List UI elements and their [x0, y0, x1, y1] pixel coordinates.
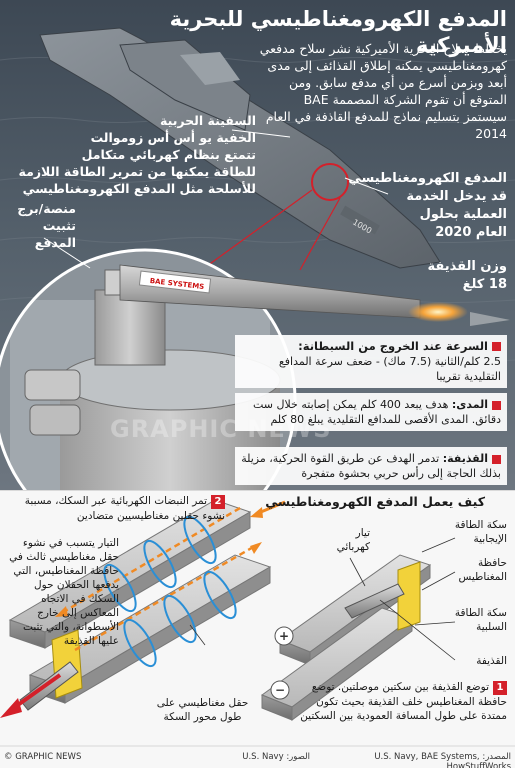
intro-paragraph: يخطط سلاح البحرية الأميركية نشر سلاح مدف…: [259, 41, 507, 141]
armature-block: [397, 561, 421, 631]
mount-pointer-line: [43, 237, 91, 269]
pos-rail-pointer: [421, 537, 456, 553]
mount-label-line: منصة/برج: [17, 201, 76, 216]
fact-heading: القذيفة:: [442, 452, 488, 465]
gun-closeup: [0, 250, 295, 490]
step1-caption: 1توضع القذيفة بين سكتين موصلتين. توضع حا…: [287, 680, 507, 723]
source-label: المصدر:: [482, 752, 511, 762]
fact-heading: السرعة عند الخروج من السبطانة:: [298, 339, 488, 353]
positive-rail-label: سكة الطاقة الإيجابية: [454, 519, 507, 545]
weight-note: وزن القذيفة 18 كلغ: [407, 258, 507, 294]
fact-body: تدمر الهدف عن طريق القوة الحركية، مزيلة …: [241, 452, 501, 480]
rail2-side: [44, 511, 251, 649]
plus-terminal: [274, 626, 294, 646]
copyright: © GRAPHIC NEWS: [4, 752, 82, 762]
gun-position-circle: [311, 163, 349, 201]
service-note: المدفع الكهرومغناطيسي قد يدخل الخدمة الع…: [347, 170, 507, 242]
source-credit: المصدر: U.S. Navy, BAE Systems, HowStuff…: [311, 752, 511, 768]
ship-deckhouse: [180, 52, 240, 85]
current-pointer: [349, 557, 366, 587]
step2-number-badge: 2: [211, 495, 225, 509]
ship-photo-illustration: [0, 0, 515, 490]
step1-text: توضع القذيفة بين سكتين موصلتين. توضع حاف…: [300, 681, 507, 722]
mount-label-line: تثبيت: [42, 218, 76, 233]
field-pointer: [189, 624, 206, 646]
step1-number-badge: 1: [493, 681, 507, 695]
magnetic-field-arrows: [103, 515, 237, 668]
projectile2-shape: [19, 661, 79, 711]
service-pointer-line: [344, 177, 389, 195]
armature-pointer: [421, 571, 456, 591]
fact-projectile: القذيفة: تدمر الهدف عن طريق القوة الحركي…: [235, 447, 507, 485]
ship-note-line: الخفية يو أس أس زوموالت: [90, 130, 256, 145]
railgun-diagram: + −: [0, 490, 515, 747]
ship-superstructure: [119, 39, 251, 131]
mount-label-line: المدفع: [34, 235, 76, 250]
ship-note: السفينة الحربية الخفية يو أس أس زوموالت …: [6, 112, 257, 197]
ship-note-line: تتمتع بنظام كهربائي متكامل: [81, 147, 256, 162]
photo-credit-label: الصور:: [286, 752, 310, 762]
minus-terminal: [270, 680, 290, 700]
fact-heading: المدى:: [451, 398, 488, 411]
field-label: حقل مغناطيسي على طول محور السكة: [156, 697, 249, 723]
source-value: U.S. Navy, BAE Systems, HowStuffWorks: [374, 752, 511, 768]
step1-diagram: + −: [260, 537, 456, 721]
weight-note-line: وزن القذيفة: [427, 259, 507, 274]
fact-bullet-icon: [492, 342, 501, 351]
photo-credit-value: U.S. Navy: [242, 752, 284, 762]
mount-label: منصة/برج تثبيت المدفع: [6, 200, 76, 251]
fact-body: هدف يبعد 400 كلم يمكن إصابته خلال ست دقا…: [252, 398, 501, 426]
projectile-pointer: [379, 599, 456, 661]
service-note-line: العام 2020: [435, 225, 507, 240]
zoom-line-2: [299, 197, 341, 271]
page-title: المدفع الكهرومغناطيسي للبحرية الأميركية: [169, 7, 507, 57]
service-note-line: العملية بحلول: [419, 207, 507, 222]
rail2b-side: [64, 566, 271, 704]
weight-note-line: 18 كلغ: [462, 277, 507, 292]
current-arrow-head-bottom: [250, 542, 262, 554]
neg-rail-pointer: [414, 621, 456, 626]
bae-badge-box: [138, 270, 212, 294]
how-title: كيف يعمل المدفع الكهرومغناطيسي: [265, 494, 485, 509]
current-label: تيار كهربائي: [336, 527, 370, 553]
current-arrow-head-top: [55, 606, 68, 617]
negative-rail-label: سكة الطاقة السلبية: [454, 607, 507, 633]
exit-arrow-head: [0, 698, 22, 718]
fact-bullet-icon: [492, 400, 501, 410]
projectile-shape: [344, 583, 405, 619]
armature-label: حافظة المغناطيس: [458, 557, 507, 583]
fact-body: 2.5 كلم/الثانية (7.5 ماك) - ضعف سرعة الم…: [278, 355, 501, 383]
fact-bullet-icon: [492, 454, 501, 464]
ship-photo-panel: المدفع الكهرومغناطيسي للبحرية الأميركية …: [0, 0, 515, 490]
minus-icon: −: [275, 683, 285, 697]
muzzle-flash: [408, 302, 468, 322]
step2-caption: 2تمر النبضات الكهربائية عبر السكك، مسببة…: [5, 494, 225, 523]
left-description: التيار يتسبب في نشوء حقل مغناطيسي ثالث ف…: [9, 537, 119, 647]
negative-rail-side: [291, 617, 413, 721]
step2-text: تمر النبضات الكهربائية عبر السكك، مسببة …: [24, 495, 225, 522]
ship-note-line: السفينة الحربية: [160, 113, 256, 128]
current-in-arrow-head: [250, 507, 263, 518]
service-note-line: قد يدخل الخدمة: [406, 189, 507, 204]
fired-projectile: [470, 312, 510, 326]
photo-credit: الصور: U.S. Navy: [200, 752, 310, 762]
ship-note-line: للطاقة يمكنها من تمرير الطاقة اللازمة: [18, 164, 257, 179]
fact-range: المدى: هدف يبعد 400 كلم يمكن إصابته خلال…: [235, 393, 507, 431]
ship-number-plate: [340, 205, 380, 235]
how-it-works-panel: + −: [0, 490, 515, 768]
service-note-line: المدفع الكهرومغناطيسي: [348, 171, 507, 186]
fact-velocity: السرعة عند الخروج من السبطانة: 2.5 كلم/ا…: [235, 335, 507, 388]
projectile-label: القذيفة: [476, 655, 507, 667]
ship-pointer-line: [231, 129, 291, 138]
ship-note-line: للأسلحة مثل المدفع الكهرومغناطيسي: [22, 181, 256, 196]
plus-icon: +: [279, 629, 289, 643]
step2-diagram: [0, 499, 286, 718]
